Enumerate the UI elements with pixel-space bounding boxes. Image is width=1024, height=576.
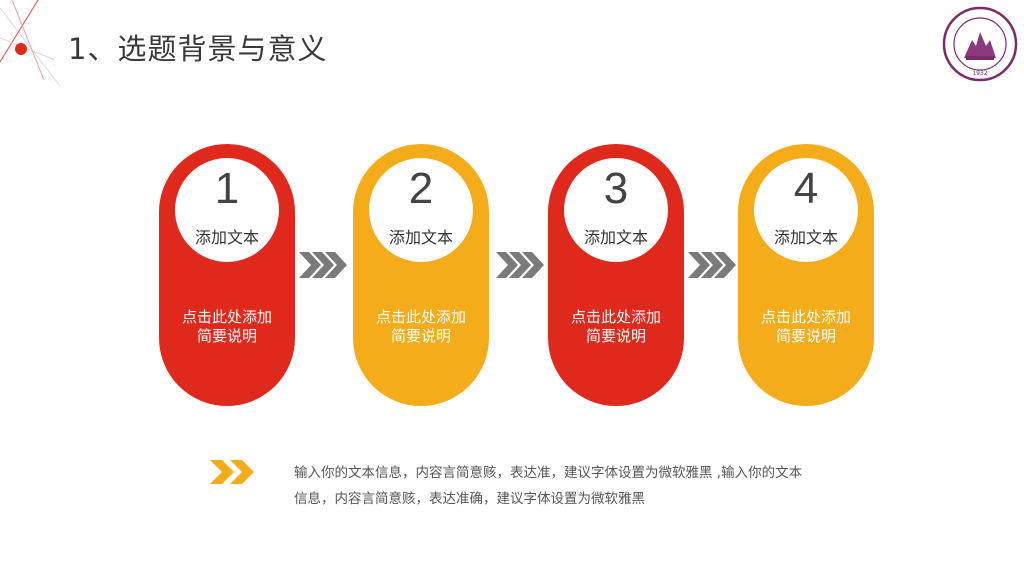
step-label: 添加文本: [583, 228, 648, 247]
step-number: 4: [793, 164, 819, 213]
university-seal-icon: 1932: [942, 6, 1018, 82]
step-description: 点击此处添加 简要说明: [159, 308, 295, 346]
step-card-1: 1 添加文本 点击此处添加 简要说明: [159, 144, 295, 406]
step-number: 1: [214, 164, 240, 213]
step-description: 点击此处添加 简要说明: [548, 308, 684, 346]
step-card-3: 3 添加文本 点击此处添加 简要说明: [548, 144, 684, 406]
logo-year: 1932: [972, 70, 987, 77]
step-desc-line2: 简要说明: [585, 327, 646, 345]
step-card-4: 4 添加文本 点击此处添加 简要说明: [738, 144, 874, 406]
step-number: 2: [408, 164, 434, 213]
step-number: 3: [603, 164, 629, 213]
step-desc-line1: 点击此处添加: [375, 308, 466, 326]
step-description: 点击此处添加 简要说明: [353, 308, 489, 346]
step-desc-line1: 点击此处添加: [760, 308, 851, 326]
step-circle: 4 添加文本: [754, 158, 858, 262]
double-chevron-icon: [210, 460, 254, 484]
step-description: 点击此处添加 简要说明: [738, 308, 874, 346]
step-label: 添加文本: [388, 228, 453, 247]
corner-decoration: [0, 0, 61, 87]
chevron-right-icon: [688, 252, 736, 278]
chevron-right-icon: [299, 252, 347, 278]
chevron-right-icon: [496, 252, 544, 278]
step-label: 添加文本: [773, 228, 838, 247]
step-circle: 2 添加文本: [369, 158, 473, 262]
step-circle: 3 添加文本: [564, 158, 668, 262]
step-desc-line2: 简要说明: [196, 327, 257, 345]
step-label: 添加文本: [194, 228, 259, 247]
body-line-1: 输入你的文本信息，内容言简意赅，表达准，建议字体设置为微软雅黑 ,输入你的文本: [294, 465, 803, 481]
body-paragraph: 输入你的文本信息，内容言简意赅，表达准，建议字体设置为微软雅黑 ,输入你的文本 …: [294, 460, 874, 512]
body-line-2: 信息，内容言简意赅，表达准确，建议字体设置为微软雅黑: [294, 491, 645, 507]
step-circle: 1 添加文本: [175, 158, 279, 262]
page-title: 1、选题背景与意义: [68, 32, 328, 66]
step-desc-line2: 简要说明: [390, 327, 451, 345]
step-desc-line2: 简要说明: [775, 327, 836, 345]
step-desc-line1: 点击此处添加: [570, 308, 661, 326]
step-desc-line1: 点击此处添加: [181, 308, 272, 326]
step-card-2: 2 添加文本 点击此处添加 简要说明: [353, 144, 489, 406]
